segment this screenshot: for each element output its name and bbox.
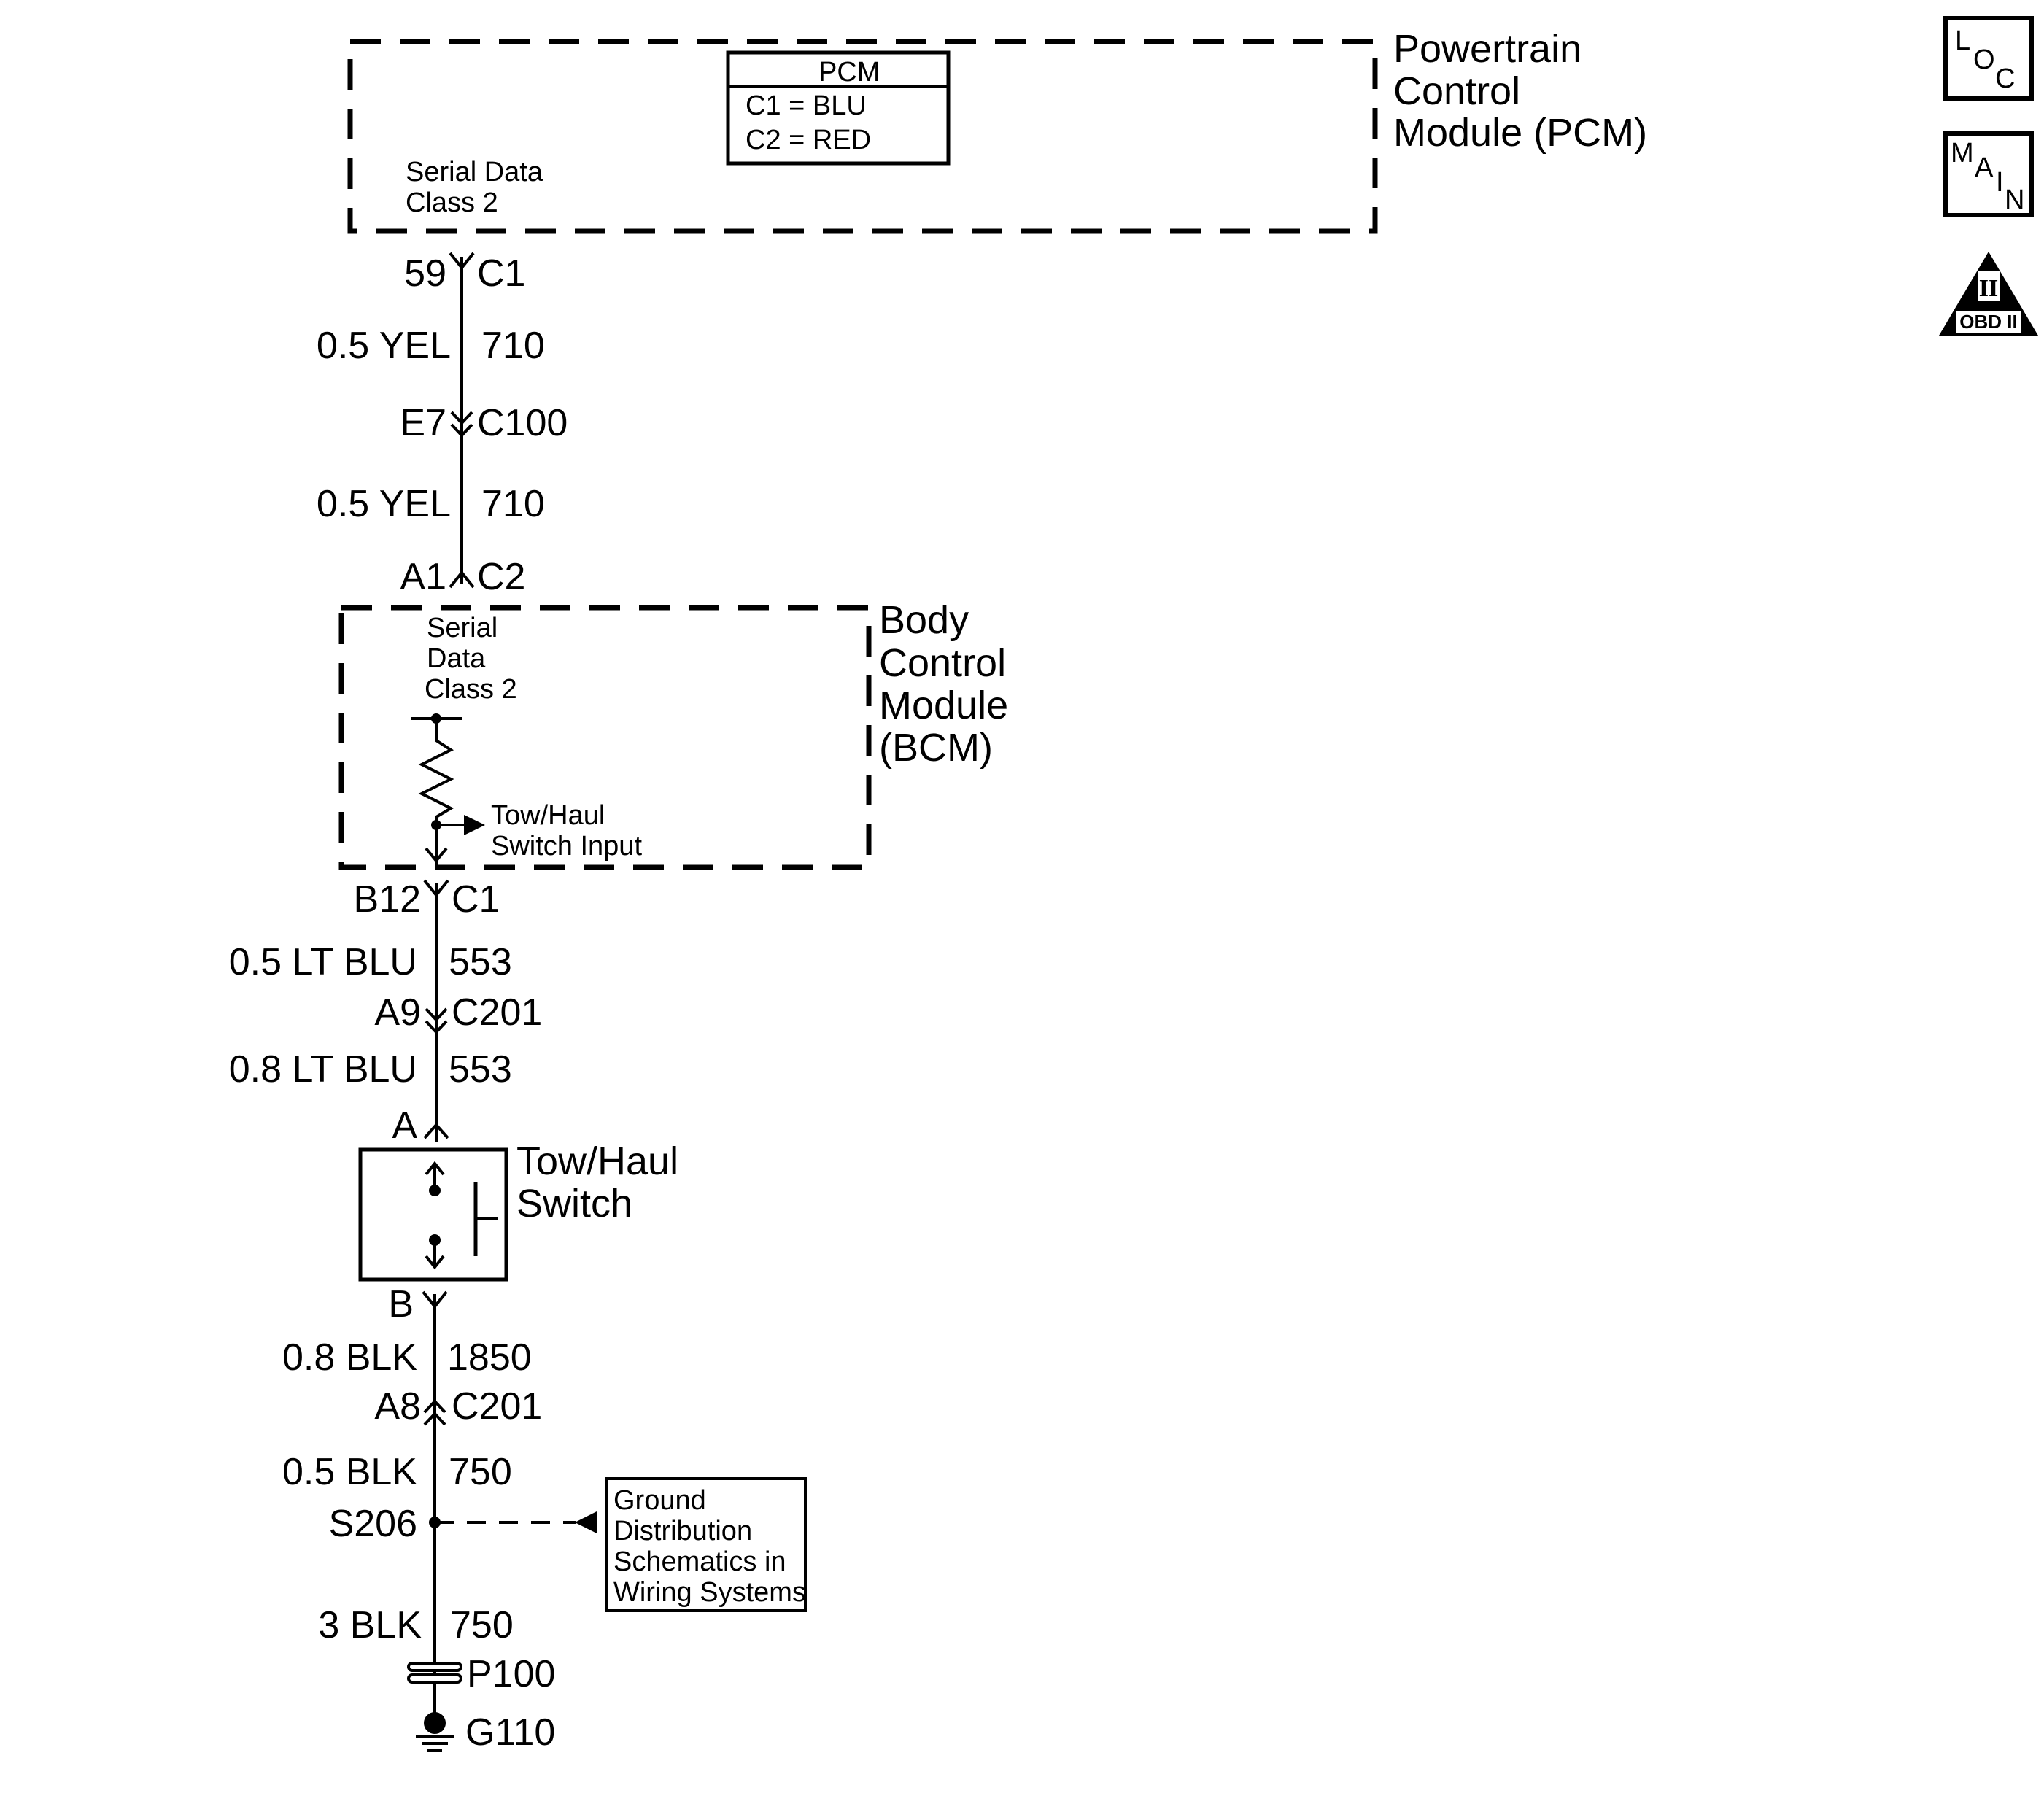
pcm-pin-label: 59 [404,252,446,295]
loc-icon[interactable]: L O C [1943,16,2034,101]
bcm-c2-pin-label: A1 [400,556,446,598]
pcm-table-row-1: C1 = BLU [746,90,867,121]
svg-text:OBD II: OBD II [1959,311,2017,333]
wire-3-circuit: 553 [449,941,512,983]
wire-2-circuit: 710 [481,483,545,525]
svg-text:M: M [1951,138,1974,169]
p100-pass-through-symbol [407,1662,462,1684]
pcm-serial-2: Class 2 [406,187,498,218]
switch-pin-b-label: B [388,1283,414,1325]
bcm-title-4: (BCM) [879,726,993,770]
bcm-c1-pin-label: B12 [353,878,421,921]
tow-haul-switch-symbol [358,1147,508,1282]
switch-title-1: Tow/Haul [516,1139,678,1183]
obd-ii-icon[interactable]: II OBD II [1939,252,2038,336]
pcm-table-title: PCM [818,57,880,88]
wire-2-color: 0.5 YEL [317,483,451,525]
wire-1-color: 0.5 YEL [317,325,451,367]
s206-label: S206 [329,1503,417,1545]
svg-text:N: N [2005,185,2024,215]
bcm-title-1: Body [879,598,969,642]
c201-a9-connector-label: C201 [452,991,542,1034]
pcm-title-3: Module (PCM) [1393,111,1647,155]
wire-5-circuit: 1850 [447,1336,532,1379]
c201-a9-pin-label: A9 [374,991,421,1034]
svg-text:L: L [1955,26,1970,56]
bcm-title-3: Module [879,684,1008,727]
svg-text:O: O [1973,44,1995,75]
pcm-table-row-2: C2 = RED [746,125,871,155]
g110-label: G110 [465,1711,555,1754]
svg-text:C: C [1995,63,2015,94]
pcm-serial-1: Serial Data [406,157,543,187]
wire-4-color: 0.8 LT BLU [229,1048,417,1091]
pcm-dashed-box [347,39,1378,234]
bcm-resistor [411,713,485,868]
c100-connector-label: C100 [477,402,568,444]
svg-text:I: I [1996,167,2004,198]
wire-6-color: 0.5 BLK [282,1451,417,1493]
main-icon[interactable]: M A I N [1943,131,2034,217]
pcm-title-2: Control [1393,69,1520,113]
ground-ref-line-3: Schematics in [613,1546,786,1577]
ground-ref-line-2: Distribution [613,1516,752,1546]
ground-ref-line-4: Wiring Systems [613,1577,806,1608]
ground-distribution-ref-box[interactable] [605,1477,807,1612]
wire-7-color: 3 BLK [318,1604,422,1646]
wire-3-color: 0.5 LT BLU [229,941,417,983]
bcm-title-2: Control [879,641,1006,685]
ground-ref-line-1: Ground [613,1485,706,1516]
switch-title-2: Switch [516,1182,632,1226]
bcm-c1-connector-label: C1 [452,878,500,921]
pcm-connector-table: PCM C1 = BLU C2 = RED [726,50,951,166]
bcm-input-2: Switch Input [491,831,642,862]
bcm-serial-3: Class 2 [425,674,517,705]
pcm-connector-label: C1 [477,252,525,295]
c201-a8-connector-label: C201 [452,1385,542,1428]
pcm-title-1: Powertrain [1393,27,1582,71]
bcm-input-1: Tow/Haul [491,800,605,831]
p100-label: P100 [467,1653,555,1695]
wire-5-color: 0.8 BLK [282,1336,417,1379]
svg-text:A: A [1975,152,1994,183]
c100-pin-label: E7 [400,402,446,444]
bcm-serial-1: Serial [427,613,498,643]
switch-pin-a-label: A [392,1104,417,1147]
c201-a8-pin-label: A8 [374,1385,421,1428]
bcm-serial-2: Data [427,643,486,674]
svg-text:II: II [1979,275,1998,302]
bcm-c2-connector-label: C2 [477,556,525,598]
wire-4-circuit: 553 [449,1048,512,1091]
wire-7-circuit: 750 [450,1604,514,1646]
g110-ground-symbol [416,1712,454,1752]
wire-6-circuit: 750 [449,1451,512,1493]
wire-1-circuit: 710 [481,325,545,367]
bcm-dashed-box [338,605,872,870]
